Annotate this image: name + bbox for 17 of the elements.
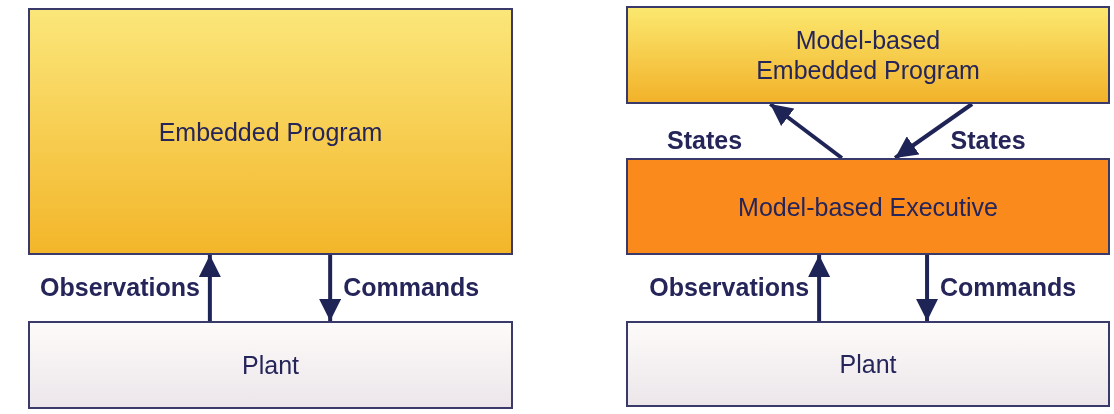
arrow — [319, 255, 342, 321]
edge-label: States — [667, 128, 743, 153]
arrow — [916, 255, 939, 321]
plant-box: Plant — [28, 321, 513, 409]
edge-label: States — [950, 128, 1026, 153]
plant-box: Plant — [626, 321, 1110, 407]
program-box: Embedded Program — [28, 8, 513, 255]
arrow — [808, 255, 831, 321]
edge-label: Commands — [940, 275, 1077, 300]
arrow — [893, 102, 974, 160]
program-box: Model-based Embedded Program — [626, 6, 1110, 104]
arrow — [198, 255, 221, 321]
edge-label: Observations — [40, 275, 200, 300]
edge-label: Observations — [649, 275, 810, 300]
edge-label: Commands — [343, 275, 480, 300]
arrow — [769, 102, 844, 160]
executive-box: Model-based Executive — [626, 158, 1110, 255]
